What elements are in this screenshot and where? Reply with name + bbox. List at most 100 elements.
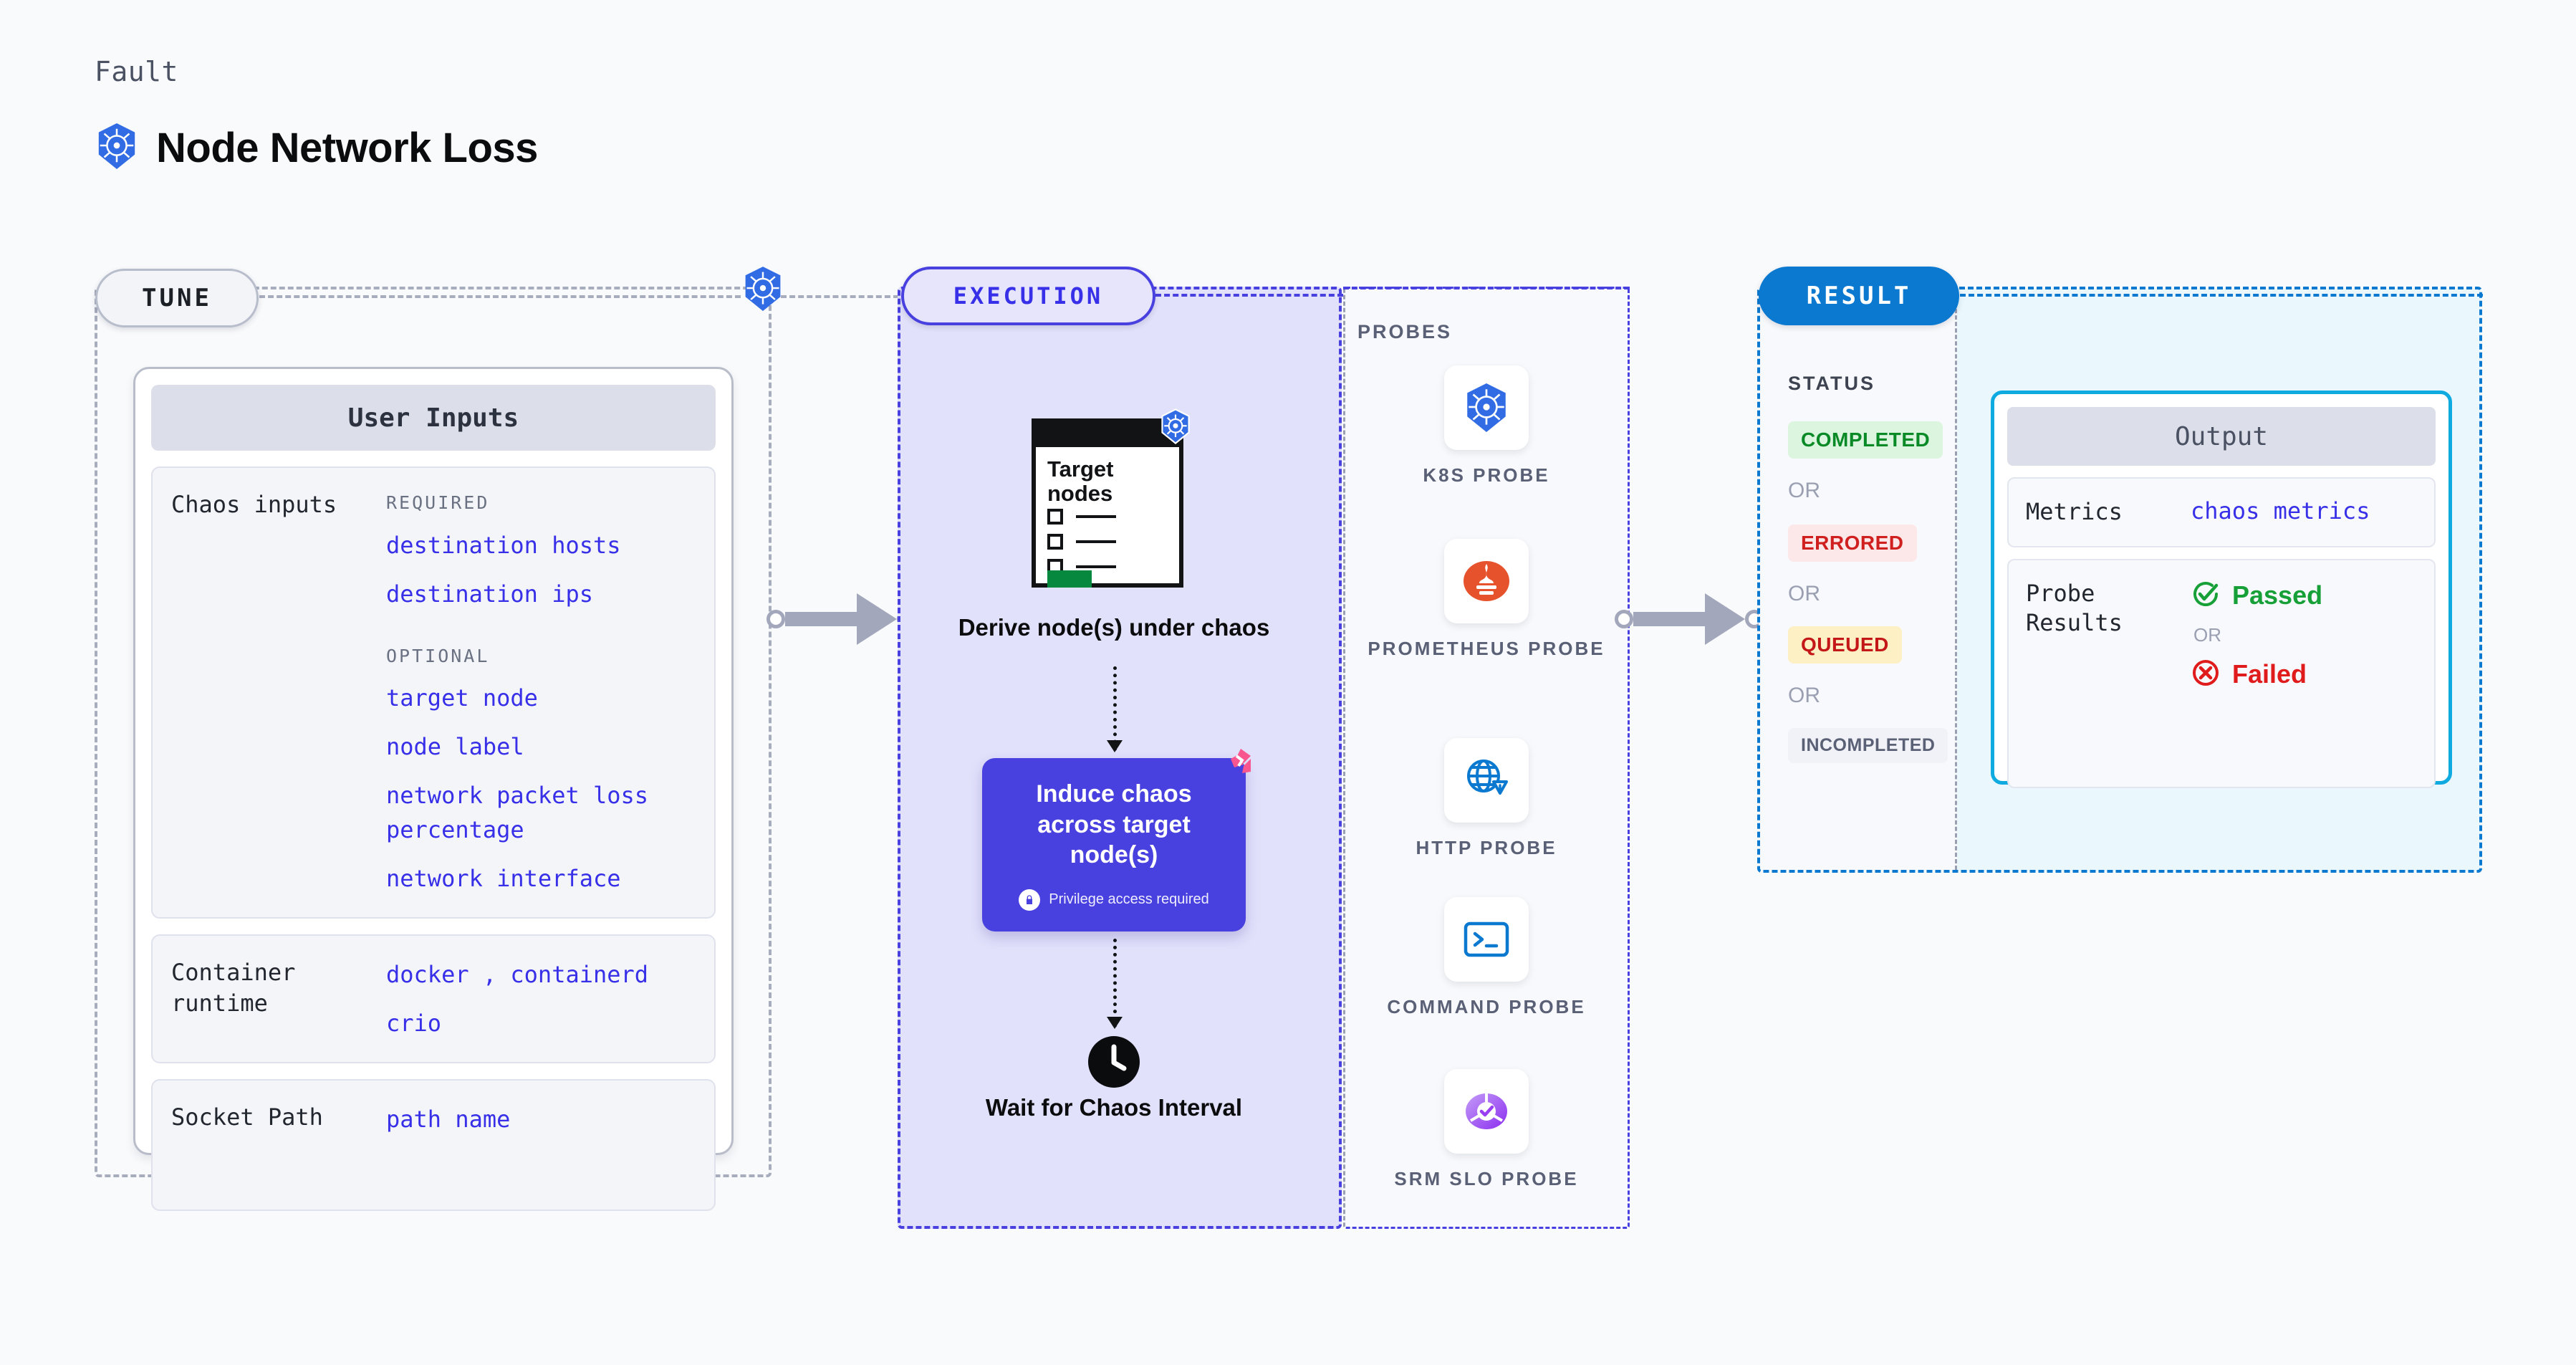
probe-k8s[interactable]: K8S PROBE [1343,365,1630,488]
chaos-inputs-row: Chaos inputs REQUIRED destination hosts … [151,466,716,919]
optional-group-title: OPTIONAL [386,645,490,666]
probe-label: COMMAND PROBE [1387,996,1586,1017]
connector-bar [1633,612,1705,626]
lock-icon [1019,889,1041,911]
status-badge-completed: COMPLETED [1788,421,1943,459]
runtime-containerd[interactable]: containerd [510,961,649,988]
stage-pill-tune[interactable]: TUNE [95,269,259,327]
kubernetes-icon [1444,365,1529,450]
probe-label: PROMETHEUS PROBE [1368,638,1605,659]
induce-chaos-title: Induce chaos across target node(s) [1036,780,1192,869]
status-or-3: OR [1788,684,1820,707]
status-badge-incompleted: INCOMPLETED [1788,728,1948,763]
tune-dash-connector [259,295,741,298]
user-inputs-card: User Inputs Chaos inputs REQUIRED destin… [133,367,734,1211]
metrics-row: Metrics chaos metrics [2007,477,2436,547]
probe-label: SRM SLO PROBE [1394,1168,1579,1189]
probe-prometheus[interactable]: PROMETHEUS PROBE [1343,539,1630,661]
stage-pill-result[interactable]: RESULT [1759,267,1959,325]
probe-http[interactable]: HTTP PROBE [1343,738,1630,861]
list-line [1076,565,1116,568]
tune-dash-connector-2 [781,295,899,298]
runtime-docker[interactable]: docker [386,961,469,988]
input-node-label[interactable]: node label [386,733,524,760]
kubernetes-icon [1159,408,1192,448]
harness-logo-icon [1215,747,1252,788]
container-runtime-row: Container runtime docker , containerd cr… [151,934,716,1063]
output-card: Output Metrics chaos metrics Probe Resul… [1991,391,2452,788]
input-destination-ips[interactable]: destination ips [386,580,593,608]
socket-path-label: Socket Path [171,1103,323,1131]
status-or-1: OR [1788,479,1820,502]
container-runtime-values: docker , containerd crio [386,957,696,1040]
document-title: Target nodes [1047,456,1114,507]
terminal-icon [1444,897,1529,982]
probe-result-failed: Failed [2191,658,2417,691]
probe-command[interactable]: COMMAND PROBE [1343,897,1630,1020]
list-line [1076,540,1116,543]
passed-label: Passed [2232,580,2323,610]
x-circle-icon [2191,658,2221,691]
probes-dash-connector [1343,287,1630,289]
probes-section-label: PROBES [1357,321,1453,343]
connector-arrowhead [857,593,897,645]
container-runtime-label: Container runtime [171,959,296,1017]
clock-icon [1086,1034,1142,1093]
connector-execution-to-result [1615,593,1764,645]
page-title-row: Node Network Loss [95,122,538,174]
metrics-label: Metrics [2026,498,2123,525]
connector-start-dot [766,610,785,628]
chaos-inputs-values: REQUIRED destination hosts destination i… [386,489,696,896]
document-titlebar [1036,423,1179,447]
chaos-inputs-label: Chaos inputs [171,491,337,518]
progress-bar [1047,570,1092,588]
status-section-label: STATUS [1788,373,1875,394]
srm-slo-icon [1444,1069,1529,1154]
prometheus-icon [1444,539,1529,623]
target-nodes-document: Target nodes [1032,408,1193,588]
input-network-interface[interactable]: network interface [386,865,621,892]
input-target-node[interactable]: target node [386,684,538,712]
status-badge-errored: ERRORED [1788,525,1917,562]
result-column-divider [1955,289,1957,870]
result-status-background [1759,288,1955,871]
input-network-packet-loss-percentage[interactable]: network packet loss percentage [386,782,649,843]
probe-result-passed: Passed [2191,579,2417,613]
probe-label: K8S PROBE [1423,464,1550,486]
flow-arrow-down-1 [1107,666,1123,752]
probe-results-row: Probe Results Passed OR [2007,558,2436,788]
checkbox-icon [1047,509,1063,525]
probe-result-or: OR [2193,623,2221,646]
runtime-crio[interactable]: crio [386,1010,442,1037]
status-or-2: OR [1788,582,1820,605]
connector-tune-to-execution [766,593,915,645]
output-card-title: Output [2007,407,2436,466]
connector-start-dot [1615,610,1633,628]
stage-pill-execution[interactable]: EXECUTION [901,267,1155,325]
probe-results-label: Probe Results [2026,579,2123,637]
metrics-value[interactable]: chaos metrics [2191,497,2370,525]
result-dash-connector [1960,294,2483,297]
result-stage-frame [1757,287,2482,873]
input-destination-hosts[interactable]: destination hosts [386,531,621,559]
kubernetes-icon [741,265,784,316]
document-body: Target nodes [1032,418,1183,588]
checkbox-icon [1047,534,1063,550]
probe-srm-slo[interactable]: SRM SLO PROBE [1343,1069,1630,1192]
privilege-note-text: Privilege access required [1049,891,1209,908]
probe-label: HTTP PROBE [1416,837,1557,858]
socket-path-row: Socket Path path name [151,1079,716,1211]
failed-label: Failed [2232,659,2307,689]
status-badge-queued: QUEUED [1788,626,1902,664]
step-caption-derive-nodes: Derive node(s) under chaos [958,614,1270,641]
page-title: Node Network Loss [156,125,538,171]
execution-dash-connector [1155,294,1343,297]
http-globe-icon [1444,738,1529,823]
flow-arrow-down-2 [1107,939,1123,1029]
connector-bar [785,612,857,626]
socket-path-value[interactable]: path name [386,1106,511,1133]
kubernetes-icon [95,122,139,174]
fault-kicker: Fault [95,56,178,87]
probe-results-values: Passed OR Failed [2191,579,2417,691]
induce-chaos-step[interactable]: Induce chaos across target node(s) Privi… [982,758,1246,931]
